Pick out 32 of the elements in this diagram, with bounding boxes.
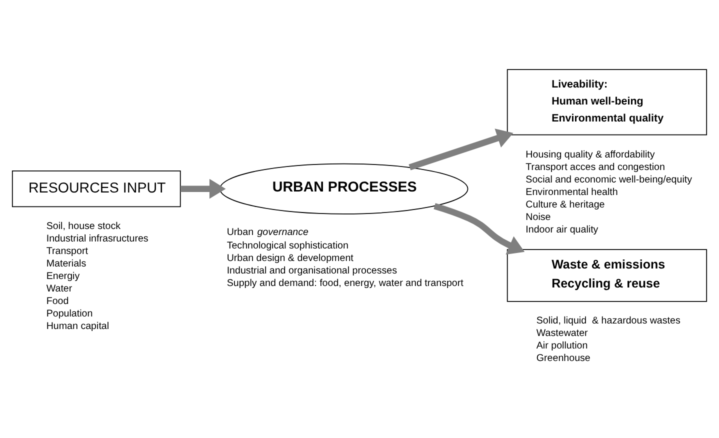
node-label: Culture & heritage (526, 199, 605, 210)
node-label: Solid, liquid & hazardous wastes (536, 316, 680, 327)
node-ellipse: URBAN PROCESSES (220, 163, 468, 214)
node-label: Indoor air quality (526, 224, 598, 236)
node-label: Urban governance (226, 227, 308, 238)
node-label: Transport acces and congestion (526, 162, 665, 173)
node-label: Technological sophistication (226, 240, 348, 252)
node-label: Energiy (46, 270, 80, 282)
arrow (434, 203, 525, 255)
node-label: Urban design & development (226, 253, 354, 264)
node-box: Waste & emissions Recycling & reuse (506, 249, 708, 302)
node-label: Supply and demand: food, energy, water and transport (226, 278, 464, 290)
node-label: Housing quality & affordability (526, 149, 655, 160)
node-box: RESOURCES INPUT (12, 170, 181, 208)
node-box: Liveability: Human well-being Environmental quality (506, 69, 708, 136)
node-label: Materials (46, 258, 86, 270)
node-label: Soil, house stock (46, 220, 121, 232)
node-label: Water (46, 283, 72, 294)
node-label: Population (46, 308, 93, 320)
arrow (408, 128, 514, 170)
node-label: Greenhouse (536, 353, 590, 364)
node-label: Food (46, 296, 69, 307)
node-label: Industrial infrasructures (46, 233, 148, 244)
node-label: Industrial and organisational processes (226, 266, 398, 277)
node-label: Environmental health (526, 186, 618, 198)
node-label: Air pollution (536, 340, 588, 352)
node-label: Human capital (46, 320, 110, 332)
node-label: Noise (526, 212, 551, 223)
node-label: Wastewater (536, 328, 588, 340)
node-label: Transport (46, 246, 88, 257)
node-label: Social and economic well-being/equity (526, 174, 692, 186)
arrow (180, 178, 226, 199)
